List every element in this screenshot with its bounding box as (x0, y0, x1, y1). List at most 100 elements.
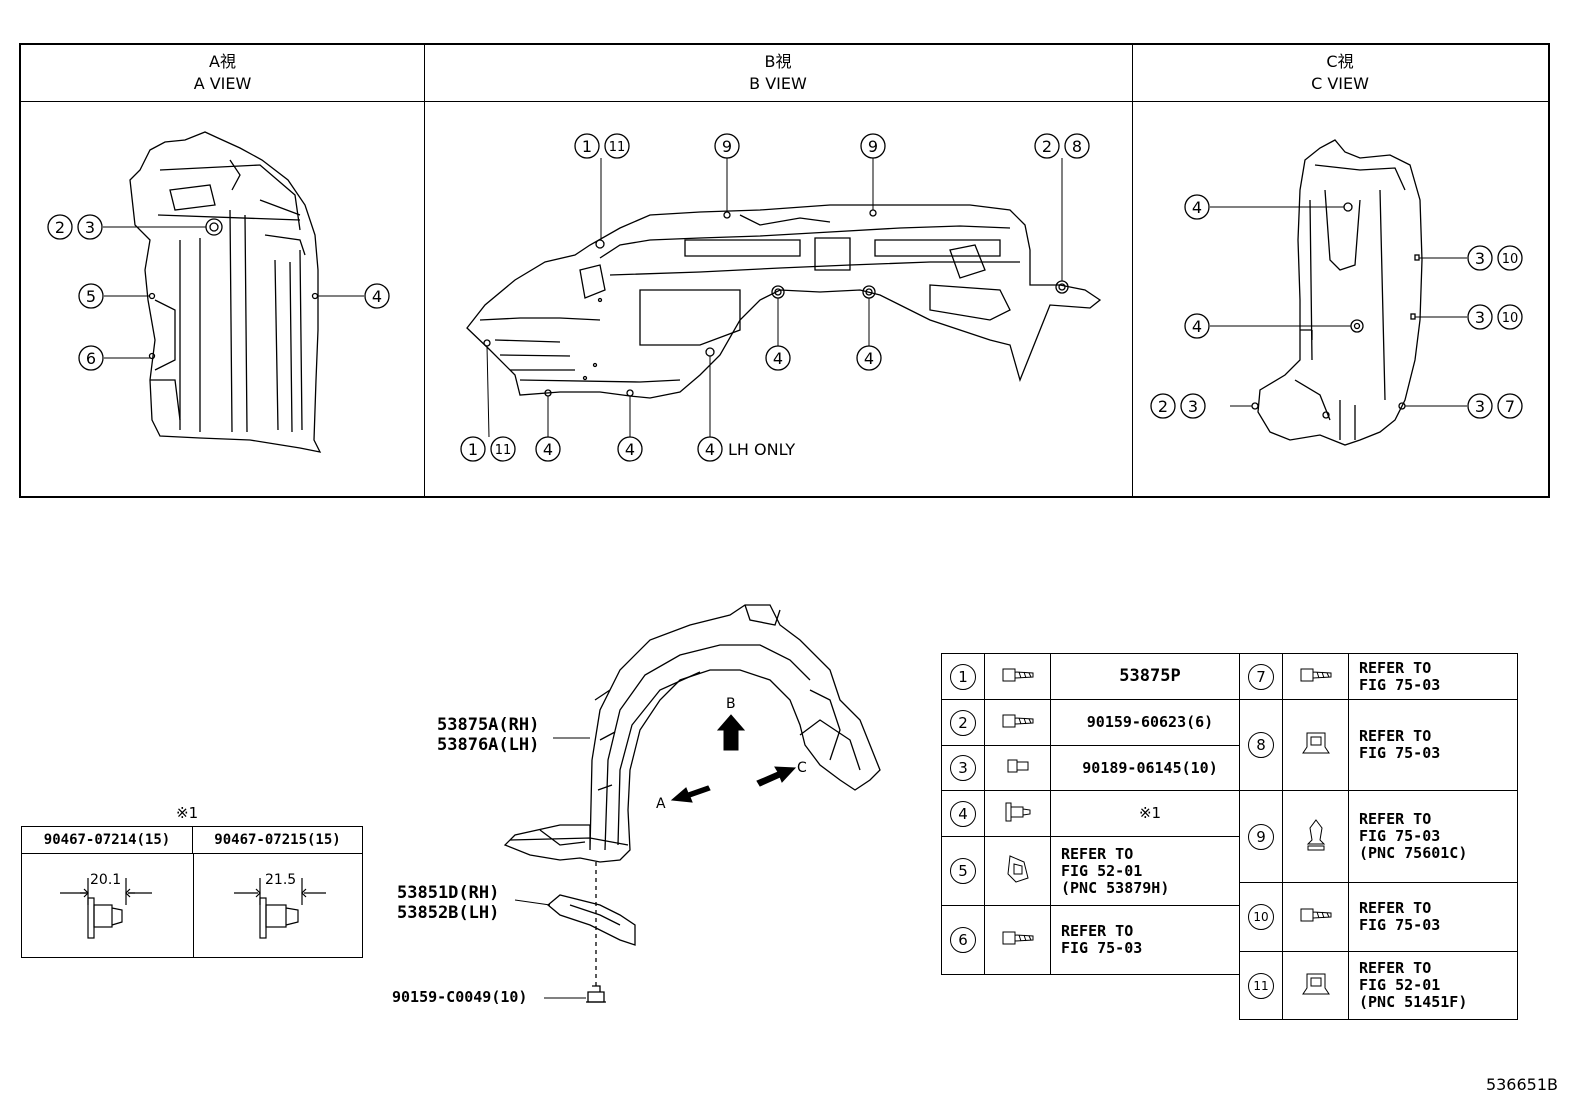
screw-icon (1282, 882, 1349, 952)
arrow-a-label: A (656, 796, 666, 812)
a-view-leaders (103, 226, 364, 359)
a-view-header: A視 A VIEW (21, 45, 424, 102)
row-1-text: 53875P (1050, 653, 1240, 700)
clip-col2-header: 90467-07215(15) (193, 827, 362, 854)
callout-5: 5 (86, 287, 96, 306)
callout-4: 4 (1192, 317, 1202, 336)
clip-col1-header: 90467-07214(15) (22, 827, 193, 854)
row-11-number: 11 (1239, 951, 1283, 1020)
callout-6: 6 (86, 349, 96, 368)
clip-drawings (60, 878, 326, 939)
u-nut-icon (1282, 951, 1349, 1020)
row-10-number: 10 (1239, 882, 1283, 952)
seal-drawing (546, 894, 636, 946)
u-nut-icon (1282, 699, 1349, 791)
row-3-number: 3 (941, 745, 985, 791)
arrow-b-icon (716, 714, 746, 751)
callout-3: 3 (1475, 397, 1485, 416)
b-view-callouts: 1 11 9 9 2 8 4 4 1 11 4 4 4 LH ONLY (460, 133, 1090, 462)
row-6-number: 6 (941, 905, 985, 975)
arrow-c-label: C (797, 760, 807, 776)
arrow-a-icon (670, 785, 711, 803)
screw-label: 90159-C0049(10) (392, 988, 528, 1006)
callout-1: 1 (582, 137, 592, 156)
c-view-leaders (1210, 206, 1467, 407)
b-view-liner-drawing (466, 204, 1102, 399)
liner-rh-label: 53875A(RH) (437, 715, 540, 735)
row-8-number: 8 (1239, 699, 1283, 791)
clip-note-label: ※1 (176, 804, 199, 822)
direction-arrows (670, 714, 797, 803)
row-4-number: 4 (941, 790, 985, 837)
row-2-text: 90159-60623(6) (1050, 699, 1240, 746)
callout-4: 4 (372, 287, 382, 306)
callout-3: 3 (1188, 397, 1198, 416)
clip-icon (984, 790, 1051, 837)
seal-lh-label: 53852B(LH) (397, 903, 500, 923)
view-divider (424, 45, 425, 496)
arrow-b-label: B (726, 696, 736, 712)
clip-table: 90467-07214(15) 90467-07215(15) 20.1 21.… (21, 826, 363, 958)
b-view-title-en: B VIEW (749, 74, 807, 93)
row-2-number: 2 (941, 699, 985, 746)
seal-rh-label: 53851D(RH) (397, 883, 500, 903)
callout-10: 10 (1502, 252, 1519, 267)
callout-4: 4 (773, 349, 783, 368)
callout-4: 4 (864, 349, 874, 368)
view-divider (1132, 45, 1133, 496)
a-view-title-jp: A視 (209, 52, 236, 71)
c-view-title-en: C VIEW (1311, 74, 1369, 93)
callout-4: 4 (625, 440, 635, 459)
callout-9: 9 (722, 137, 732, 156)
b-view-header: B視 B VIEW (424, 45, 1132, 102)
b-view-title-jp: B視 (764, 52, 792, 71)
nut-clip-icon (984, 836, 1051, 906)
callout-4: 4 (705, 440, 715, 459)
figure-id: 536651B (1485, 1075, 1558, 1094)
clip-dim2: 21.5 (265, 872, 297, 888)
callout-2: 2 (1158, 397, 1168, 416)
arrow-c-icon (756, 766, 797, 787)
row-3-text: 90189-06145(10) (1050, 745, 1240, 791)
liner-lh-label: 53876A(LH) (437, 735, 540, 755)
screw-icon (984, 905, 1051, 975)
a-view-title-en: A VIEW (193, 74, 252, 93)
views-panel: A視 A VIEW B視 B VIEW C視 C VIEW (19, 43, 1550, 498)
callout-3: 3 (1475, 308, 1485, 327)
callout-2: 2 (1042, 137, 1052, 156)
lh-only-label: LH ONLY (728, 440, 795, 459)
callout-3: 3 (1475, 249, 1485, 268)
callout-4: 4 (543, 440, 553, 459)
callout-7: 7 (1505, 397, 1515, 416)
callout-4: 4 (1192, 198, 1202, 217)
row-4-text: ※1 (1050, 790, 1240, 837)
row-7-number: 7 (1239, 653, 1283, 700)
push-clip-icon (1282, 790, 1349, 883)
a-view-liner-drawing (129, 131, 322, 453)
a-view-callouts: 2 3 5 6 4 (47, 214, 390, 371)
callout-11: 11 (609, 140, 626, 155)
c-view-header: C視 C VIEW (1132, 45, 1548, 102)
callout-1: 1 (468, 440, 478, 459)
b-view-leaders (486, 158, 1063, 438)
row-9-number: 9 (1239, 790, 1283, 883)
c-view-callouts: 4 4 3 10 3 10 2 3 3 7 (1150, 194, 1523, 419)
callout-2: 2 (55, 218, 65, 237)
main-leaders (514, 737, 590, 999)
callout-3: 3 (85, 218, 95, 237)
clip-divider (193, 854, 194, 957)
c-view-title-jp: C視 (1326, 52, 1354, 71)
callout-8: 8 (1072, 137, 1082, 156)
callout-9: 9 (868, 137, 878, 156)
screw-icon (984, 699, 1051, 746)
callout-10: 10 (1502, 311, 1519, 326)
